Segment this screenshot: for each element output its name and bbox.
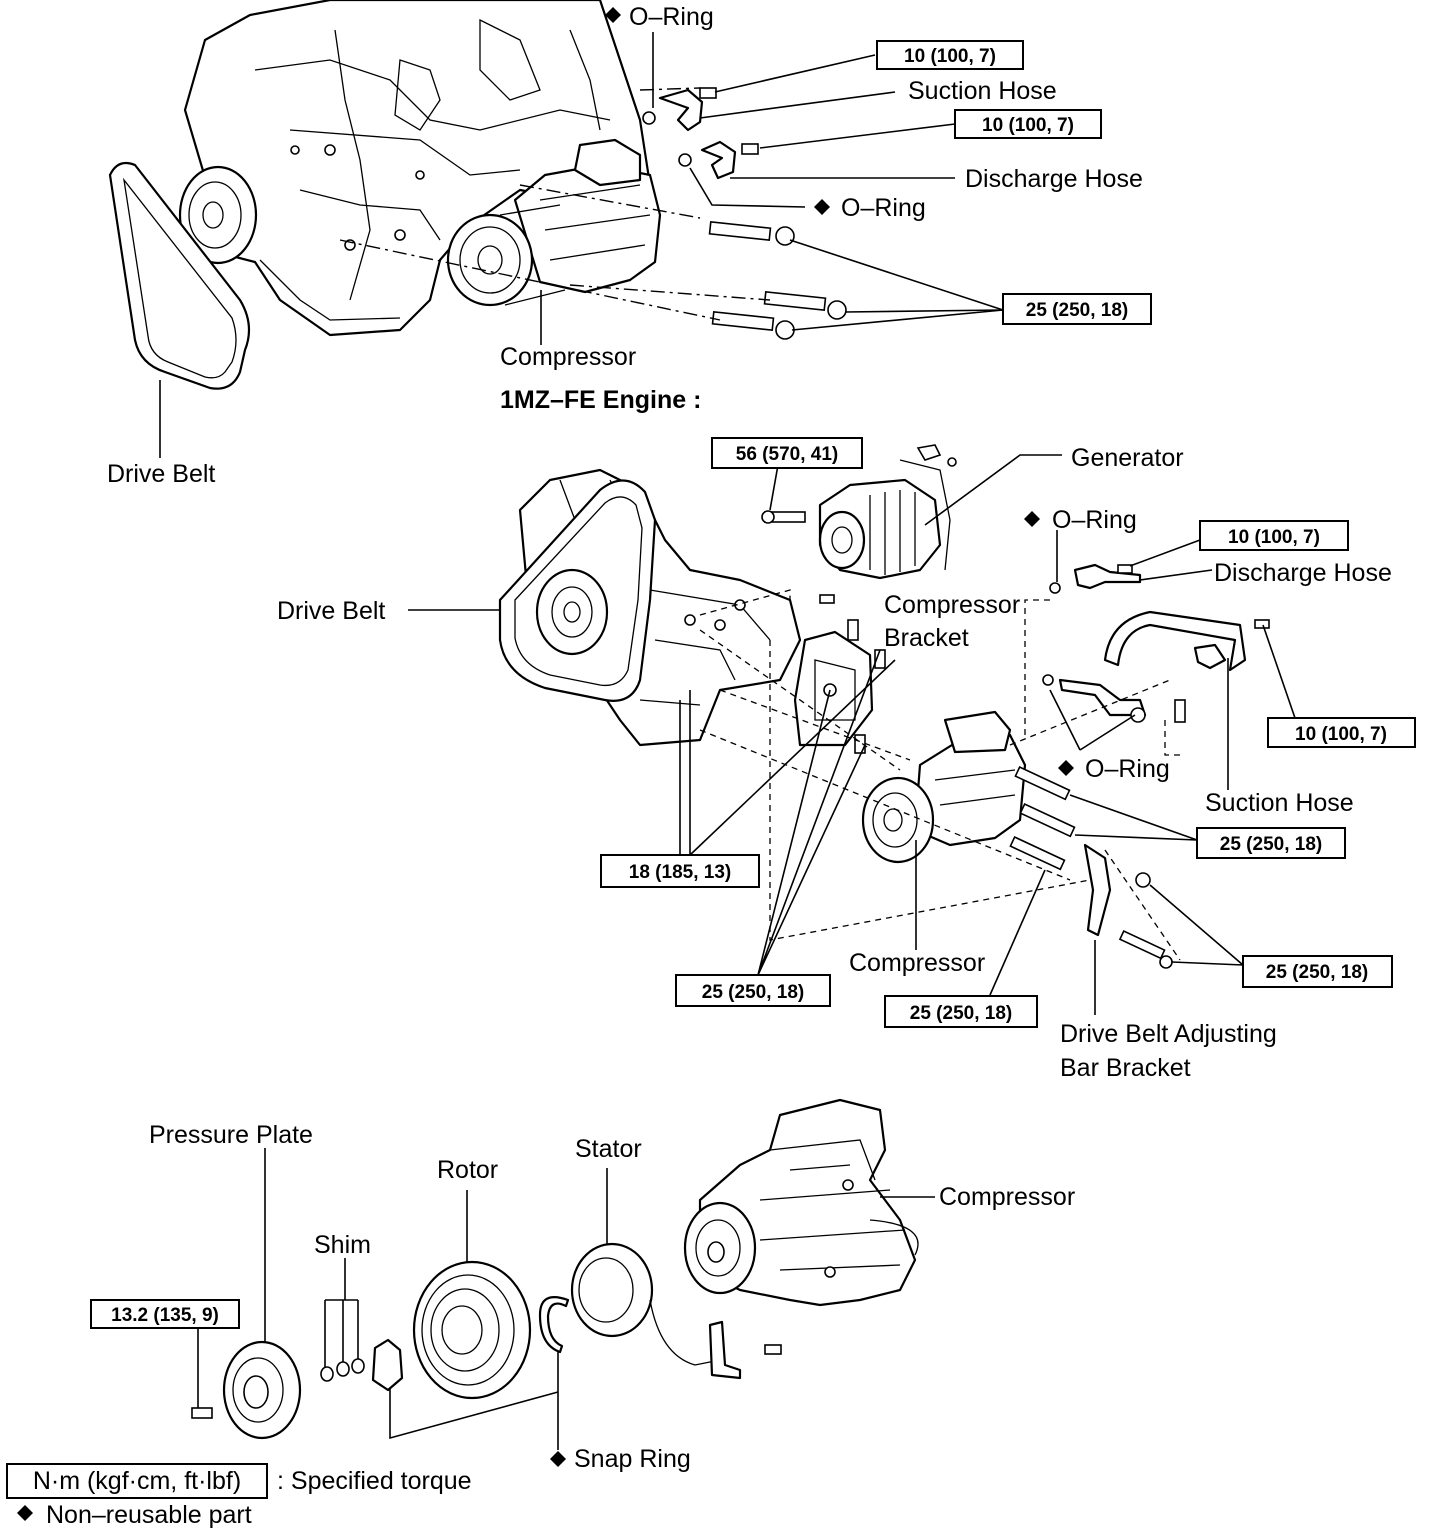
torque-units-label: N·m (kgf·cm, ft·lbf) [33,1467,241,1495]
torque-box [1196,827,1346,859]
torque-box [884,995,1038,1028]
suction-hose-upper-label: Suction Hose [908,77,1057,105]
drive-belt-upper-label: Drive Belt [107,460,215,488]
non-reusable-diamond-icon [605,7,621,23]
o-ring-discharge-upper-label: O–Ring [841,194,926,222]
torque-discharge-bolt-mz: 10 (100, 7) [1228,527,1320,548]
non-reusable-diamond-icon [550,1451,566,1467]
rotor-label: Rotor [437,1156,498,1184]
compressor-upper-label: Compressor [500,343,636,371]
compressor-body-clutch [683,1098,919,1307]
o-ring-discharge-mz-label: O–Ring [1052,506,1137,534]
torque-suction-bolt-upper: 10 (100, 7) [904,46,996,67]
torque-compressor-lower: 25 (250, 18) [910,1003,1012,1024]
non-reusable-diamond-icon [1024,511,1040,527]
compressor-bracket-label-line1: Compressor [884,591,1020,619]
torque-box [1002,293,1152,325]
legend: N·m (kgf·cm, ft·lbf) : Specified torque … [6,1463,472,1529]
compressor-mz [861,710,1027,864]
engine-block-upper [183,0,652,337]
adjusting-bar-label-line1: Drive Belt Adjusting [1060,1020,1277,1048]
o-ring-top-label: O–Ring [629,3,714,31]
torque-box [711,437,863,469]
clutch-exploded-view: Pressure Plate Rotor Stator Compressor S… [90,1098,1075,1473]
torque-mount-bolts-upper: 25 (250, 18) [1026,300,1128,321]
torque-discharge-bolt-upper: 10 (100, 7) [982,115,1074,136]
compressor-mz-label: Compressor [849,949,985,977]
torque-box [90,1299,240,1329]
upper-mount-bolts [708,221,847,340]
torque-legend-box [6,1463,268,1499]
torque-box [1267,717,1416,748]
torque-generator-bolt: 56 (570, 41) [736,444,838,465]
non-reusable-part-label: Non–reusable part [46,1501,252,1529]
compressor-clutch-label: Compressor [939,1183,1075,1211]
drive-belt-mz [498,479,657,702]
mz-compressor-bolts [1009,765,1076,871]
compressor-upper [446,138,662,307]
pressure-plate-label: Pressure Plate [149,1121,313,1149]
specified-torque-label: : Specified torque [277,1467,472,1495]
upper-engine-assembly: O–Ring 10 (100, 7) Suction Hose 10 (100,… [107,0,1152,488]
suction-hose-mz-label: Suction Hose [1205,789,1354,817]
pressure-plate [191,1340,302,1440]
mz-engine-assembly: 1MZ–FE Engine : [277,386,1416,1082]
non-reusable-diamond-icon [17,1505,33,1521]
mz-engine-heading: 1MZ–FE Engine : [500,386,701,414]
torque-box [1242,955,1393,988]
torque-box [876,40,1024,70]
shims [320,1338,404,1392]
drive-belt-upper [108,161,251,390]
drive-belt-mz-label: Drive Belt [277,597,385,625]
crank-pulley-upper [178,165,258,265]
adjusting-bar-bracket [1083,843,1173,969]
mz-hoses [1042,563,1270,723]
torque-box [600,854,760,888]
torque-box [1199,520,1349,551]
discharge-hose-upper-label: Discharge Hose [965,165,1143,193]
torque-plate-bolt: 13.2 (135, 9) [111,1305,219,1326]
adjusting-bar-label-line2: Bar Bracket [1060,1054,1191,1082]
compressor-bracket-label-line2: Bracket [884,624,969,652]
torque-compressor-bolts-mz: 25 (250, 18) [1220,834,1322,855]
o-ring-suction-mz-label: O–Ring [1085,755,1170,783]
generator-label: Generator [1071,444,1184,472]
torque-bracket-bolts-mz: 18 (185, 13) [629,862,731,883]
discharge-hose-mz-label: Discharge Hose [1214,559,1392,587]
stator [570,1242,782,1380]
non-reusable-diamond-icon [814,199,830,215]
non-reusable-diamond-icon [1058,760,1074,776]
torque-box [675,974,831,1007]
generator [761,444,957,580]
torque-bracket-lower: 25 (250, 18) [702,982,804,1003]
torque-suction-bolt-mz: 10 (100, 7) [1295,724,1387,745]
torque-box [954,109,1102,139]
torque-adjusting-bar-bolt: 25 (250, 18) [1266,962,1368,983]
snap-ring [538,1296,570,1354]
snap-ring-label: Snap Ring [574,1445,691,1473]
stator-label: Stator [575,1135,642,1163]
upper-hoses [642,87,759,180]
rotor [412,1260,532,1400]
shim-label: Shim [314,1231,371,1259]
